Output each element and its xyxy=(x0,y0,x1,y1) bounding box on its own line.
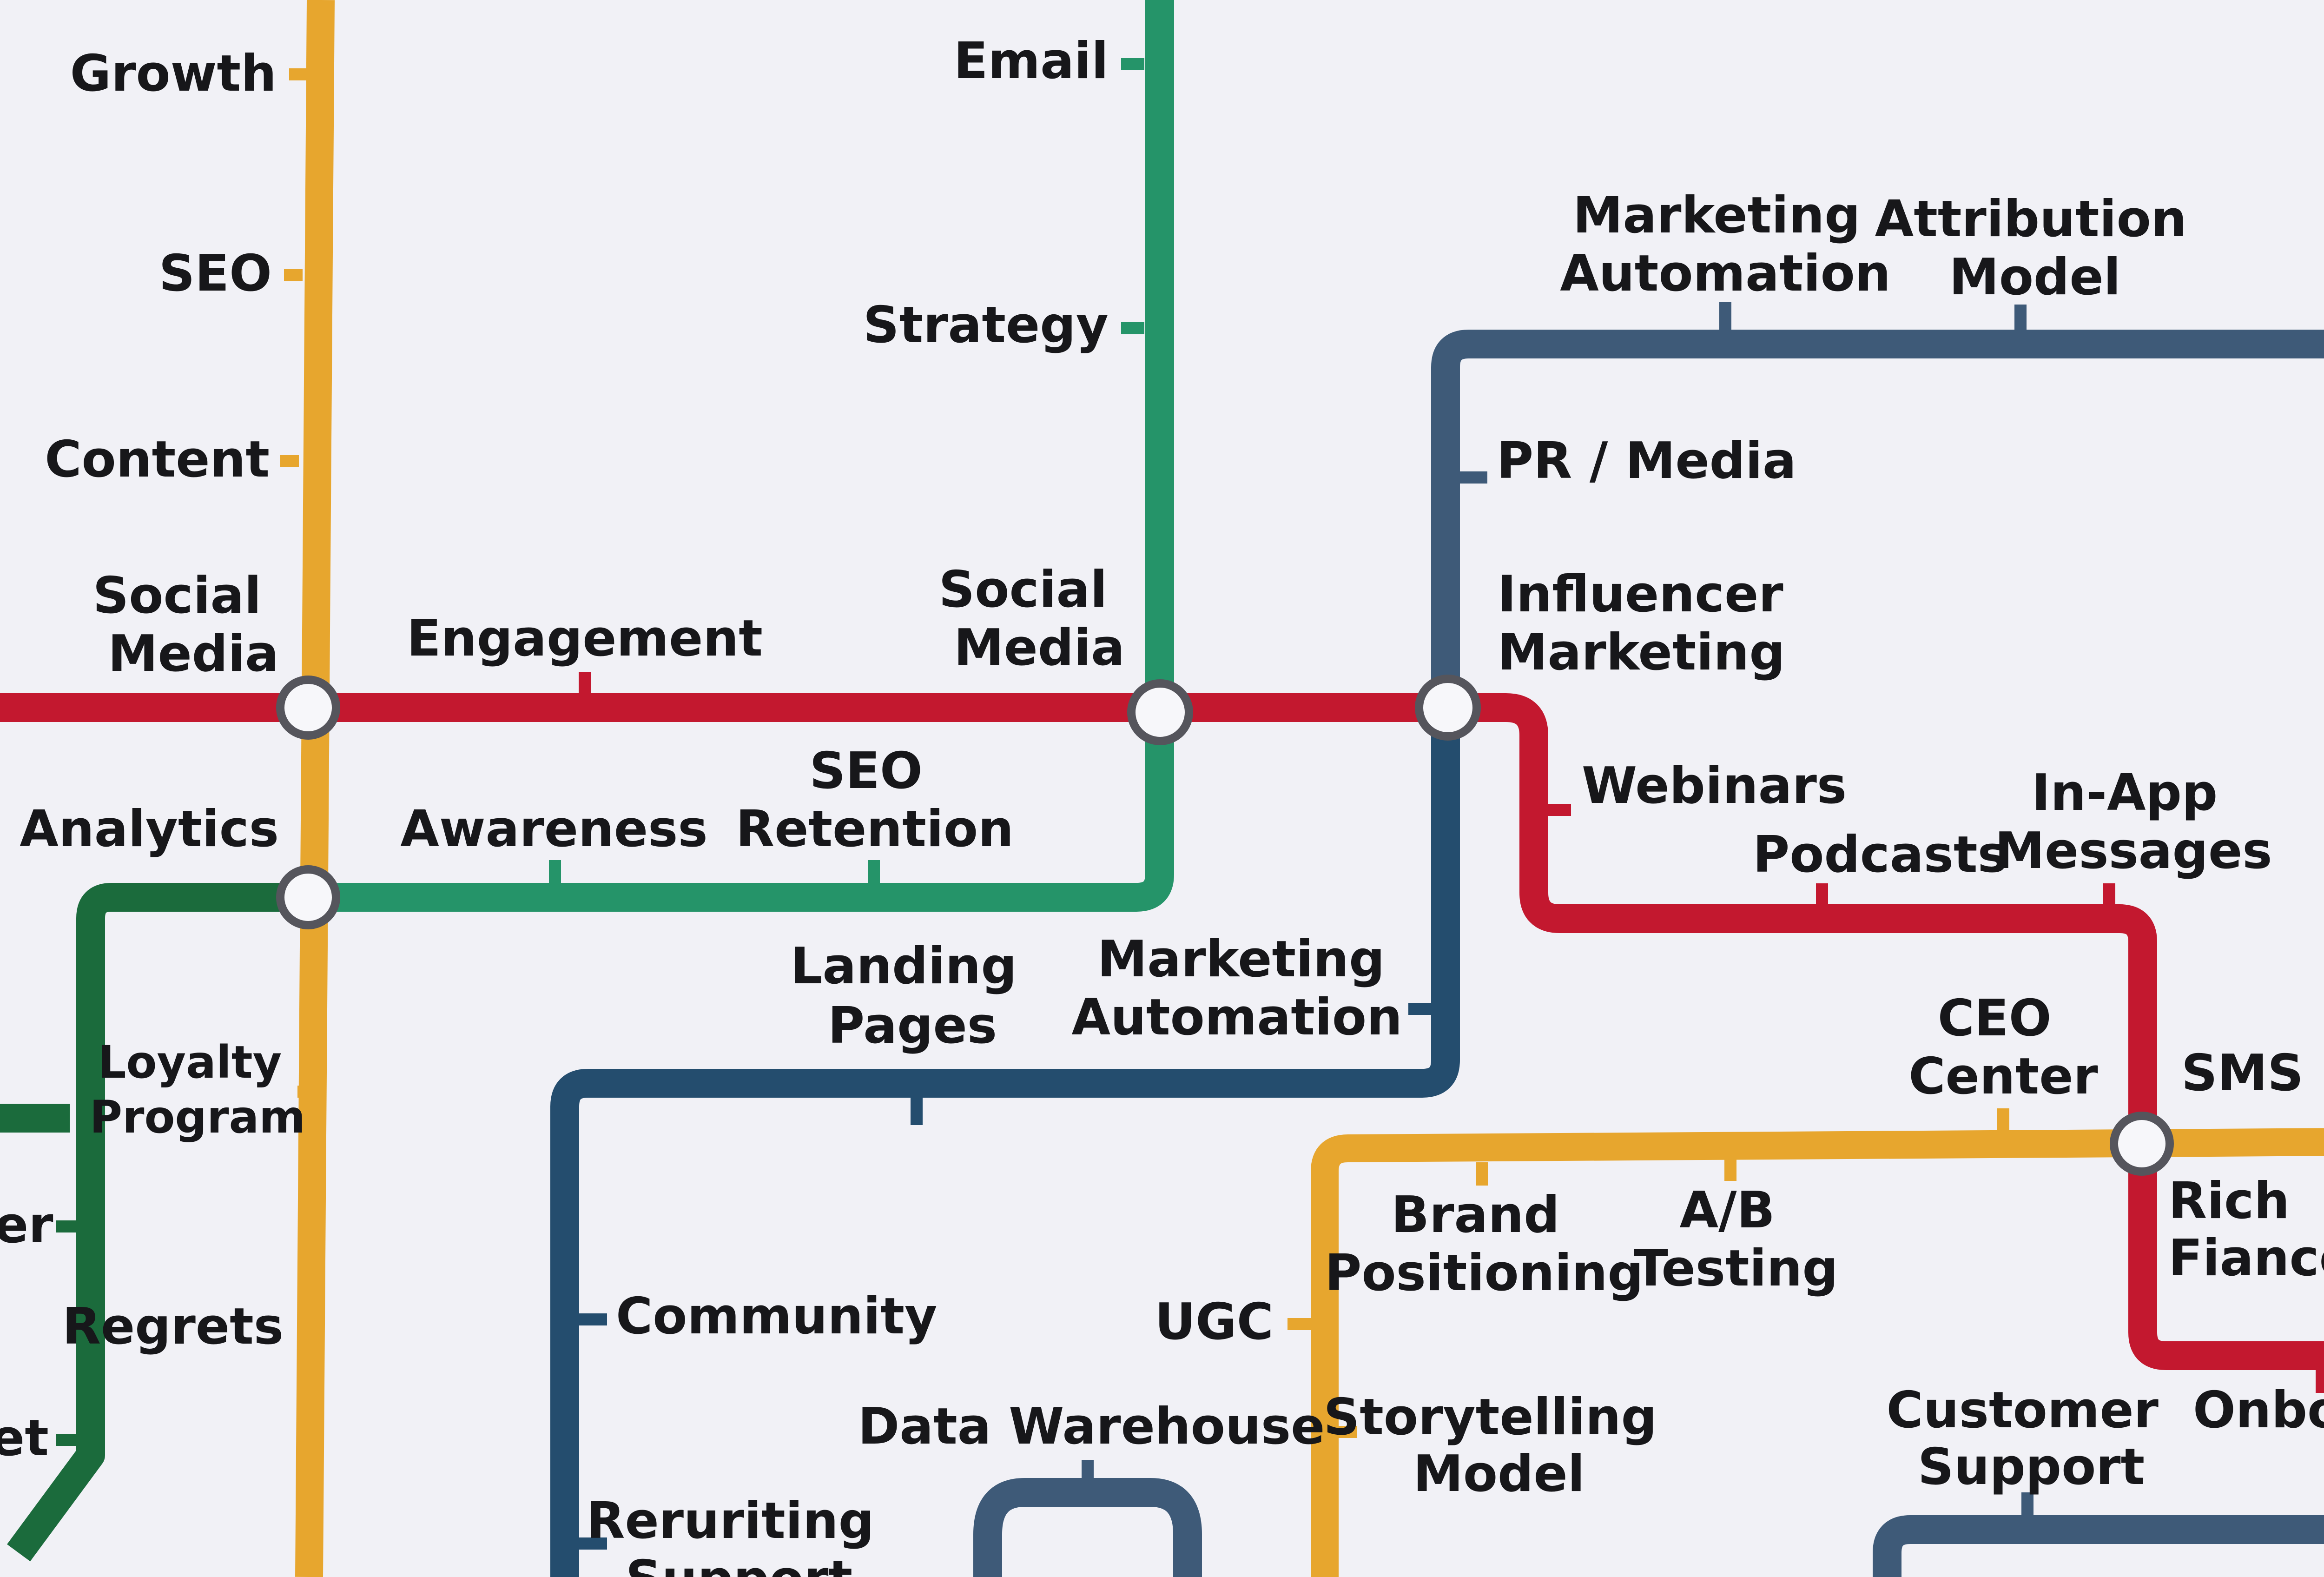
label-reruriting-support: Reruriting Support xyxy=(586,1492,891,1577)
label-brand-positioning: Brand Positioning xyxy=(1325,1186,1644,1302)
label-strategy: Strategy xyxy=(863,296,1109,354)
label-in-app-messages: In-App Messages xyxy=(1994,764,2272,880)
label-landing-pages: Landing Pages xyxy=(791,937,1035,1055)
label-seo-retention: SEO Retention xyxy=(736,742,1014,858)
label-engagement: Engagement xyxy=(407,610,763,668)
slate-line xyxy=(1431,330,2324,707)
label-marketing-automation-top: Marketing Automation xyxy=(1560,186,1890,303)
data-warehouse-loop xyxy=(973,1478,1202,1577)
dark-green-line xyxy=(0,883,307,1562)
label-regrets: Regrets xyxy=(62,1298,284,1356)
label-sms: SMS xyxy=(2181,1044,2304,1102)
label-ugc: UGC xyxy=(1155,1293,1274,1351)
label-partial-er: er xyxy=(0,1196,53,1254)
red-line xyxy=(0,693,2324,1370)
yellow-line-right xyxy=(1311,1128,2324,1577)
label-email: Email xyxy=(954,32,1109,90)
label-pr-media: PR / Media xyxy=(1497,432,1796,490)
label-webinars: Webinars xyxy=(1582,757,1847,815)
station-analytics[interactable] xyxy=(276,865,340,929)
label-content: Content xyxy=(45,431,270,489)
label-rich-fiance: Rich Fiance xyxy=(2168,1172,2324,1287)
label-growth: Growth xyxy=(70,45,277,103)
label-data-warehouse: Data Warehouse xyxy=(858,1398,1325,1456)
label-onboarding-partial: Onboar xyxy=(2193,1381,2324,1439)
label-analytics: Analytics xyxy=(20,800,279,858)
station-sms[interactable] xyxy=(2110,1112,2174,1176)
green-line xyxy=(307,0,1174,912)
station-influencer-marketing[interactable] xyxy=(1415,675,1481,741)
label-community: Community xyxy=(616,1287,937,1345)
label-social-media-mid: Social Media xyxy=(938,561,1125,677)
label-ceo-center: CEO Center xyxy=(1908,989,2098,1106)
station-social-media-left[interactable] xyxy=(276,676,340,740)
label-customer-support: Customer Support xyxy=(1887,1381,2176,1496)
label-attribution-model: Attribution Model xyxy=(1875,190,2205,306)
label-loyalty-program: Loyalty Program xyxy=(90,1036,306,1143)
label-podcasts: Podcasts xyxy=(1753,826,2007,884)
slate-line-bottom xyxy=(1873,1515,2324,1577)
label-seo: SEO xyxy=(159,245,272,303)
label-social-media-left: Social Media xyxy=(92,567,279,683)
label-ab-testing: A/B Testing xyxy=(1634,1181,1838,1298)
label-partial-et: et xyxy=(0,1409,49,1467)
yellow-line-left xyxy=(295,0,335,1577)
label-marketing-automation-mid: Marketing Automation xyxy=(1072,930,1402,1047)
navy-line xyxy=(550,707,1460,1577)
label-awareness: Awareness xyxy=(400,800,707,858)
station-social-media-mid[interactable] xyxy=(1127,679,1193,745)
label-storytelling-model: Storytelling Model xyxy=(1323,1388,1674,1503)
label-influencer-marketing: Influencer Marketing xyxy=(1498,565,1801,682)
